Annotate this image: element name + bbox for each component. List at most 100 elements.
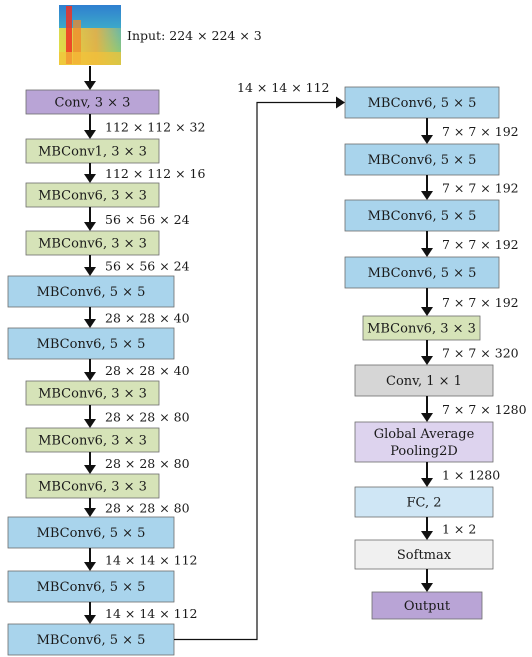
left-block-box-8 bbox=[25, 473, 160, 499]
left-block-label-9: MBConv6, 5 × 5 bbox=[37, 526, 146, 541]
right-dimension-label-4: 7 × 7 × 320 bbox=[442, 346, 519, 361]
right-arrow-7 bbox=[421, 517, 433, 540]
left-dimension-label-5: 28 × 28 × 40 bbox=[105, 363, 190, 378]
left-block-mbconv6-5-5: MBConv6, 5 × 5 bbox=[7, 275, 175, 308]
right-arrow-8 bbox=[421, 569, 433, 592]
left-arrow-5 bbox=[84, 359, 96, 381]
left-block-label-11: MBConv6, 5 × 5 bbox=[37, 633, 146, 648]
left-dimension-label-6: 28 × 28 × 80 bbox=[105, 410, 190, 425]
left-block-label-4: MBConv6, 5 × 5 bbox=[37, 285, 146, 300]
right-block-label-1: MBConv6, 5 × 5 bbox=[368, 153, 477, 168]
right-arrow-6 bbox=[421, 462, 433, 487]
left-arrow-8 bbox=[84, 498, 96, 517]
right-arrow-5 bbox=[421, 396, 433, 422]
right-block-box-4 bbox=[362, 315, 481, 341]
left-block-box-3 bbox=[25, 230, 160, 256]
right-dimension-label-5: 7 × 7 × 1280 bbox=[442, 402, 527, 417]
left-block-mbconv6-3-3: MBConv6, 3 × 3 bbox=[25, 182, 160, 208]
left-arrow-10 bbox=[84, 602, 96, 624]
left-block-mbconv6-3-3: MBConv6, 3 × 3 bbox=[25, 427, 160, 453]
right-block-label-3: MBConv6, 5 × 5 bbox=[368, 266, 477, 281]
right-block-box-2 bbox=[344, 199, 500, 232]
right-block-box-7 bbox=[354, 486, 494, 518]
left-block-label-7: MBConv6, 3 × 3 bbox=[38, 434, 147, 449]
left-block-mbconv6-5-5: MBConv6, 5 × 5 bbox=[7, 570, 175, 603]
right-arrow-4 bbox=[421, 340, 433, 365]
right-dimension-label-3: 7 × 7 × 192 bbox=[442, 295, 519, 310]
right-block-label-2: MBConv6, 5 × 5 bbox=[368, 209, 477, 224]
right-arrow-2 bbox=[421, 231, 433, 257]
left-dimension-label-7: 28 × 28 × 80 bbox=[105, 456, 190, 471]
left-block-box-5 bbox=[7, 327, 175, 360]
left-block-label-3: MBConv6, 3 × 3 bbox=[38, 237, 147, 252]
left-block-label-10: MBConv6, 5 × 5 bbox=[37, 580, 146, 595]
left-block-box-11 bbox=[7, 623, 175, 656]
right-block-label-4: MBConv6, 3 × 3 bbox=[367, 322, 476, 337]
right-dimension-label-6: 1 × 1280 bbox=[442, 468, 500, 483]
left-block-box-6 bbox=[25, 380, 160, 406]
right-block-label-6-line-1: Pooling2D bbox=[390, 444, 458, 459]
right-arrow-3 bbox=[421, 288, 433, 316]
right-block-box-0 bbox=[344, 86, 500, 119]
left-block-box-4 bbox=[7, 275, 175, 308]
left-block-mbconv1-3-3: MBConv1, 3 × 3 bbox=[25, 138, 160, 164]
input-spectrogram-image bbox=[59, 5, 121, 65]
connector-dimension-label: 14 × 14 × 112 bbox=[237, 80, 330, 95]
right-block-label-5: Conv, 1 × 1 bbox=[386, 374, 462, 389]
right-block-label-9: Output bbox=[404, 599, 451, 614]
right-block-mbconv6-5-5: MBConv6, 5 × 5 bbox=[344, 86, 500, 119]
left-block-box-0 bbox=[25, 89, 160, 115]
right-block-mbconv6-5-5: MBConv6, 5 × 5 bbox=[344, 199, 500, 232]
left-block-box-1 bbox=[25, 138, 160, 164]
right-dimension-label-1: 7 × 7 × 192 bbox=[442, 181, 519, 196]
left-dimension-label-4: 28 × 28 × 40 bbox=[105, 311, 190, 326]
left-block-label-0: Conv, 3 × 3 bbox=[55, 96, 131, 111]
left-block-box-10 bbox=[7, 570, 175, 603]
left-block-label-8: MBConv6, 3 × 3 bbox=[38, 480, 147, 495]
left-block-label-6: MBConv6, 3 × 3 bbox=[38, 387, 147, 402]
right-block-softmax: Softmax bbox=[354, 539, 494, 570]
right-dimension-label-7: 1 × 2 bbox=[442, 522, 476, 537]
right-block-box-6 bbox=[354, 421, 494, 463]
left-block-label-2: MBConv6, 3 × 3 bbox=[38, 189, 147, 204]
right-block-box-1 bbox=[344, 143, 500, 176]
left-block-mbconv6-5-5: MBConv6, 5 × 5 bbox=[7, 623, 175, 656]
right-block-label-7: FC, 2 bbox=[406, 496, 441, 511]
left-arrow-0 bbox=[84, 114, 96, 139]
connector-left-to-right bbox=[174, 96, 345, 641]
left-dimension-label-1: 112 × 112 × 16 bbox=[105, 166, 206, 181]
left-block-mbconv6-5-5: MBConv6, 5 × 5 bbox=[7, 327, 175, 360]
right-block-mbconv6-5-5: MBConv6, 5 × 5 bbox=[344, 256, 500, 289]
left-block-box-2 bbox=[25, 182, 160, 208]
right-arrow-0 bbox=[421, 118, 433, 144]
right-block-box-5 bbox=[354, 364, 494, 397]
left-arrow-3 bbox=[84, 255, 96, 276]
left-block-label-1: MBConv1, 3 × 3 bbox=[38, 145, 147, 160]
left-dimension-label-8: 28 × 28 × 80 bbox=[105, 501, 190, 516]
right-block-label-6-line-0: Global Average bbox=[374, 427, 475, 442]
left-arrow-6 bbox=[84, 405, 96, 428]
right-block-conv-1-1: Conv, 1 × 1 bbox=[354, 364, 494, 397]
left-arrow-2 bbox=[84, 207, 96, 231]
right-block-label-0: MBConv6, 5 × 5 bbox=[368, 96, 477, 111]
left-block-box-9 bbox=[7, 516, 175, 549]
left-dimension-label-9: 14 × 14 × 112 bbox=[105, 553, 198, 568]
right-block-box-3 bbox=[344, 256, 500, 289]
right-block-mbconv6-5-5: MBConv6, 5 × 5 bbox=[344, 143, 500, 176]
left-block-mbconv6-3-3: MBConv6, 3 × 3 bbox=[25, 380, 160, 406]
right-block-box-8 bbox=[354, 539, 494, 570]
left-arrow-7 bbox=[84, 452, 96, 474]
right-block-output: Output bbox=[371, 591, 483, 620]
right-arrow-1 bbox=[421, 175, 433, 200]
left-dimension-label-0: 112 × 112 × 32 bbox=[105, 120, 205, 135]
left-block-mbconv6-3-3: MBConv6, 3 × 3 bbox=[25, 230, 160, 256]
right-dimension-label-0: 7 × 7 × 192 bbox=[442, 124, 519, 139]
input-label: Input: 224 × 224 × 3 bbox=[127, 28, 262, 43]
left-arrow-9 bbox=[84, 548, 96, 571]
left-dimension-label-10: 14 × 14 × 112 bbox=[105, 606, 198, 621]
left-block-mbconv6-3-3: MBConv6, 3 × 3 bbox=[25, 473, 160, 499]
arrow-input-to-conv bbox=[84, 66, 96, 90]
left-block-mbconv6-5-5: MBConv6, 5 × 5 bbox=[7, 516, 175, 549]
